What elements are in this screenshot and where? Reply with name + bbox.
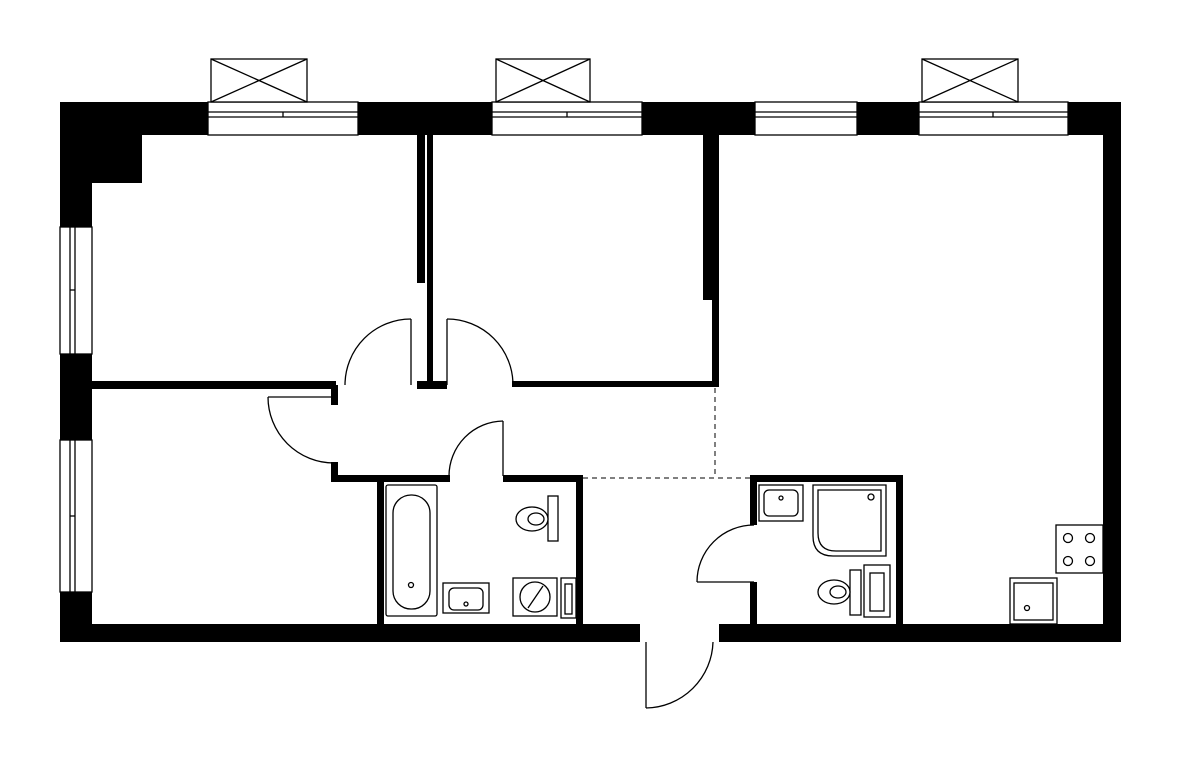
shower-tray-icon bbox=[812, 484, 887, 557]
wall-shower-top bbox=[750, 475, 903, 482]
wall-bottom-right bbox=[719, 624, 1121, 642]
wall-bed1-bed2-a bbox=[417, 135, 425, 283]
ac-unit-icon bbox=[921, 58, 1019, 103]
wall-right bbox=[1103, 102, 1121, 642]
wall-top-4 bbox=[857, 102, 919, 135]
sink-icon bbox=[442, 582, 490, 614]
door-bathroom bbox=[448, 420, 504, 477]
window-left-1 bbox=[59, 226, 93, 355]
towel-rail-icon bbox=[560, 577, 577, 619]
wall-top-2 bbox=[358, 102, 492, 135]
wall-bath-top-right bbox=[503, 475, 583, 482]
window-top-1 bbox=[207, 101, 359, 136]
wall-bed2-living-b bbox=[712, 295, 719, 387]
door-bedroom-1 bbox=[344, 318, 412, 386]
ac-unit-icon bbox=[210, 58, 308, 103]
toilet-icon bbox=[817, 569, 862, 616]
kitchen-sink-icon bbox=[1009, 577, 1058, 625]
walls bbox=[60, 102, 1121, 642]
wall-shower-west-a bbox=[750, 475, 757, 525]
door-bedroom-2 bbox=[446, 318, 514, 386]
wall-shower-west-b bbox=[750, 582, 757, 625]
wall-left-2 bbox=[60, 354, 92, 440]
door-bedroom-3 bbox=[267, 396, 335, 464]
window-top-3 bbox=[754, 101, 858, 136]
ac-unit-icon bbox=[495, 58, 591, 103]
toilet-icon bbox=[515, 495, 559, 542]
kitchen-fixtures bbox=[1009, 524, 1104, 625]
wall-bath-top-left bbox=[331, 475, 450, 482]
sink-icon bbox=[758, 484, 804, 522]
stove-icon bbox=[1055, 524, 1104, 574]
wall-bed1-bed2-b bbox=[427, 135, 433, 385]
window-top-4 bbox=[918, 101, 1069, 136]
wall-bath-east bbox=[576, 475, 583, 625]
wall-bed-door-post bbox=[417, 381, 447, 389]
window-left-2 bbox=[59, 439, 93, 593]
zone-boundaries bbox=[583, 388, 750, 479]
doors bbox=[267, 318, 755, 709]
wall-top-3 bbox=[642, 102, 755, 135]
door-shower-room bbox=[696, 524, 755, 583]
door-entrance bbox=[645, 641, 714, 709]
wall-bed2-bottom bbox=[512, 381, 719, 387]
window-top-2 bbox=[491, 101, 643, 136]
towel-rail-icon bbox=[863, 564, 891, 618]
wall-bed3-east-b bbox=[331, 462, 338, 482]
wall-bed3-east-a bbox=[331, 385, 338, 405]
ac-units bbox=[210, 58, 1019, 103]
wall-left-1 bbox=[60, 102, 92, 227]
bathtub-icon bbox=[385, 484, 438, 617]
corner-column bbox=[92, 135, 142, 183]
wall-bottom-left bbox=[60, 624, 640, 642]
shower-room-fixtures bbox=[758, 484, 891, 618]
wall-bath-west bbox=[377, 475, 384, 625]
washing-machine-icon bbox=[512, 577, 558, 617]
windows bbox=[59, 101, 1069, 593]
wall-bed2-living bbox=[703, 135, 719, 300]
wall-shower-east bbox=[896, 475, 903, 625]
wall-bed1-bed3 bbox=[92, 381, 336, 389]
bathroom-fixtures bbox=[385, 484, 577, 619]
